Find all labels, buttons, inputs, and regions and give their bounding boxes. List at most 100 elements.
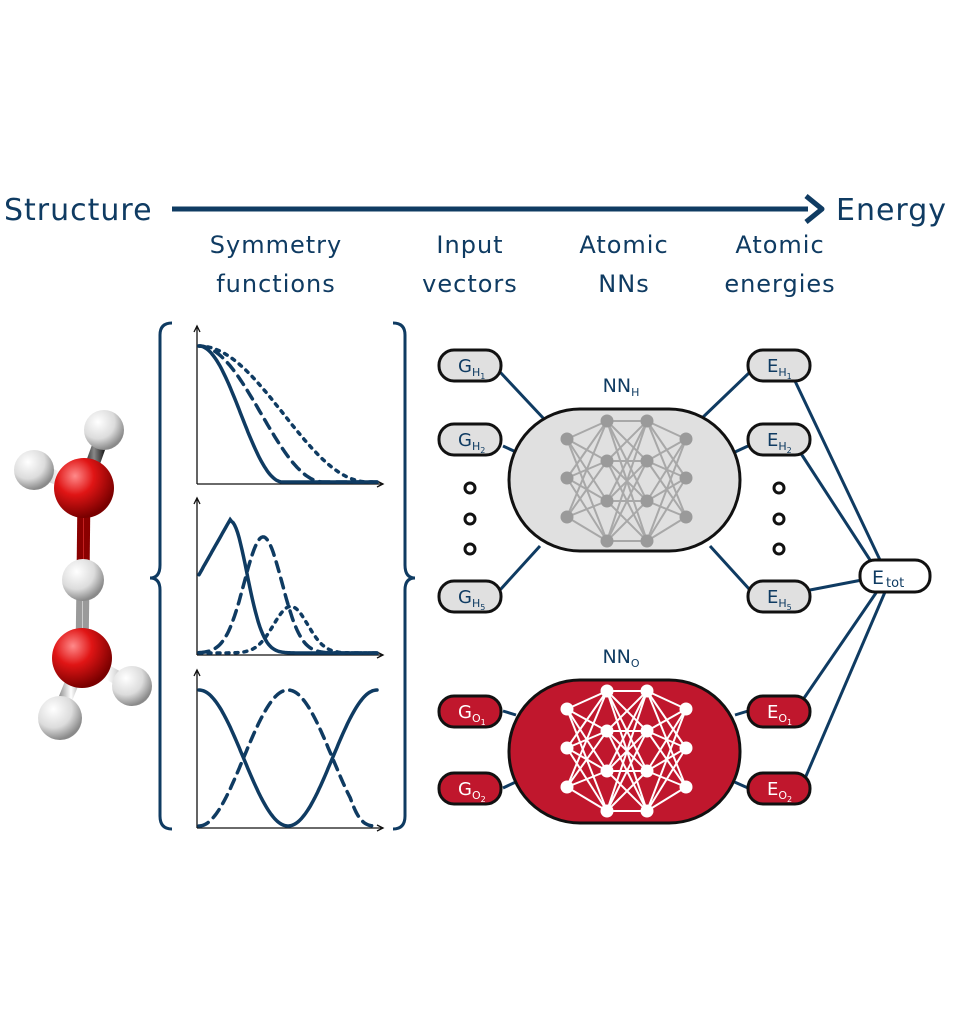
- nn-node: [600, 494, 614, 508]
- arrow-head-icon: [804, 194, 825, 224]
- nn-node: [640, 534, 654, 548]
- nn-edge: [606, 420, 648, 502]
- nn-node: [560, 702, 574, 716]
- input-g-o1: GO1: [437, 694, 503, 729]
- curve-1: [197, 516, 379, 655]
- energy-e-h1-frame: [746, 348, 812, 383]
- edge: [502, 709, 517, 717]
- nn-edge: [566, 770, 608, 788]
- nn-node: [560, 780, 574, 794]
- plot-panel-1: [193, 324, 385, 488]
- curve-2: [197, 688, 379, 828]
- input-g-h1-text: GH1: [458, 356, 485, 381]
- water-dimer-molecule: [14, 410, 152, 740]
- nn-edge: [566, 460, 608, 518]
- nn-edge: [646, 747, 687, 812]
- nn-node: [679, 780, 693, 794]
- edge: [798, 589, 880, 705]
- left-brace: [149, 321, 173, 831]
- nn-node: [600, 764, 614, 778]
- oxygen-atom: [54, 458, 114, 518]
- nn-node: [600, 414, 614, 428]
- input-g-o2: GO2: [437, 771, 503, 806]
- nn-node: [640, 724, 654, 738]
- nn-node: [640, 494, 654, 508]
- energy-label: Energy: [836, 193, 947, 228]
- energy-e-h2: EH2: [746, 422, 812, 457]
- nn-node: [560, 741, 574, 755]
- ellipsis-dots-energy: [772, 481, 786, 556]
- x-axis-arrow-icon: [376, 824, 385, 832]
- nn-edge: [566, 500, 608, 518]
- energy-e-o1-text: EO1: [767, 702, 792, 727]
- nn-oxygen-body: [507, 678, 742, 825]
- nn-edge: [606, 420, 648, 462]
- nn-edge: [566, 786, 608, 812]
- curve-1: [197, 344, 379, 484]
- energy-e-o2: EO2: [746, 771, 812, 806]
- nn-edge: [646, 708, 687, 772]
- nn-node: [640, 804, 654, 818]
- curve-3: [197, 344, 379, 484]
- nn-node: [640, 764, 654, 778]
- nn-edge: [566, 690, 608, 788]
- curve-1: [197, 688, 379, 828]
- symmetry-function-plots: [193, 324, 385, 832]
- x-axis-arrow-icon: [376, 480, 385, 488]
- nn-edge: [646, 690, 687, 710]
- edge: [734, 709, 749, 717]
- edge: [798, 591, 887, 791]
- ellipsis-dots-input: [463, 481, 477, 556]
- nn-hydrogen: NNH: [507, 375, 742, 553]
- energy-e-h2-frame: [746, 422, 812, 457]
- atomic-energies-header: Atomic energies: [724, 231, 834, 298]
- y-axis-arrow-icon: [193, 668, 201, 677]
- plot-panel-3: [193, 668, 385, 832]
- input-g-o2-text: GO2: [458, 779, 486, 804]
- nn-node: [679, 741, 693, 755]
- energy-e-h5: EH5: [746, 579, 812, 614]
- input-g-h5-text: GH5: [458, 587, 485, 612]
- nn-node: [600, 684, 614, 698]
- nn-node: [560, 432, 574, 446]
- nn-edge: [606, 420, 648, 542]
- input-g-o1-frame: [437, 694, 503, 729]
- hydrogen-atom: [38, 696, 82, 740]
- oxygen-atom: [52, 628, 112, 688]
- nn-node: [600, 724, 614, 738]
- svg-text:NNs: NNs: [598, 270, 649, 298]
- nn-edge: [606, 690, 648, 772]
- input-g-o2-frame: [437, 771, 503, 806]
- x-axis-arrow-icon: [376, 651, 385, 659]
- nn-node: [600, 804, 614, 818]
- nn-edge: [566, 516, 608, 542]
- curve-2: [197, 344, 379, 484]
- edge: [809, 578, 863, 592]
- hydrogen-atom: [84, 410, 124, 450]
- nn-oxygen-label: NNO: [602, 646, 639, 670]
- nn-edge: [606, 690, 648, 732]
- svg-text:Symmetry: Symmetry: [210, 231, 342, 259]
- connection-lines: [498, 370, 887, 791]
- nn-edge: [646, 420, 687, 440]
- hydrogen-atom: [112, 666, 152, 706]
- nn-node: [560, 471, 574, 485]
- nn-edge: [606, 500, 648, 542]
- total-energy-frame: [858, 558, 932, 594]
- nn-edge: [646, 708, 687, 812]
- nn-edge: [606, 770, 648, 812]
- nn-edge: [646, 477, 687, 542]
- svg-text:Atomic: Atomic: [735, 231, 824, 259]
- energy-e-o1-frame: [746, 694, 812, 729]
- edge: [734, 444, 749, 454]
- nn-node: [679, 702, 693, 716]
- energy-e-h2-text: EH2: [767, 430, 792, 455]
- edge: [498, 544, 542, 592]
- structure-label: Structure: [4, 193, 153, 228]
- curve-2: [197, 535, 379, 655]
- nn-edge: [646, 786, 687, 812]
